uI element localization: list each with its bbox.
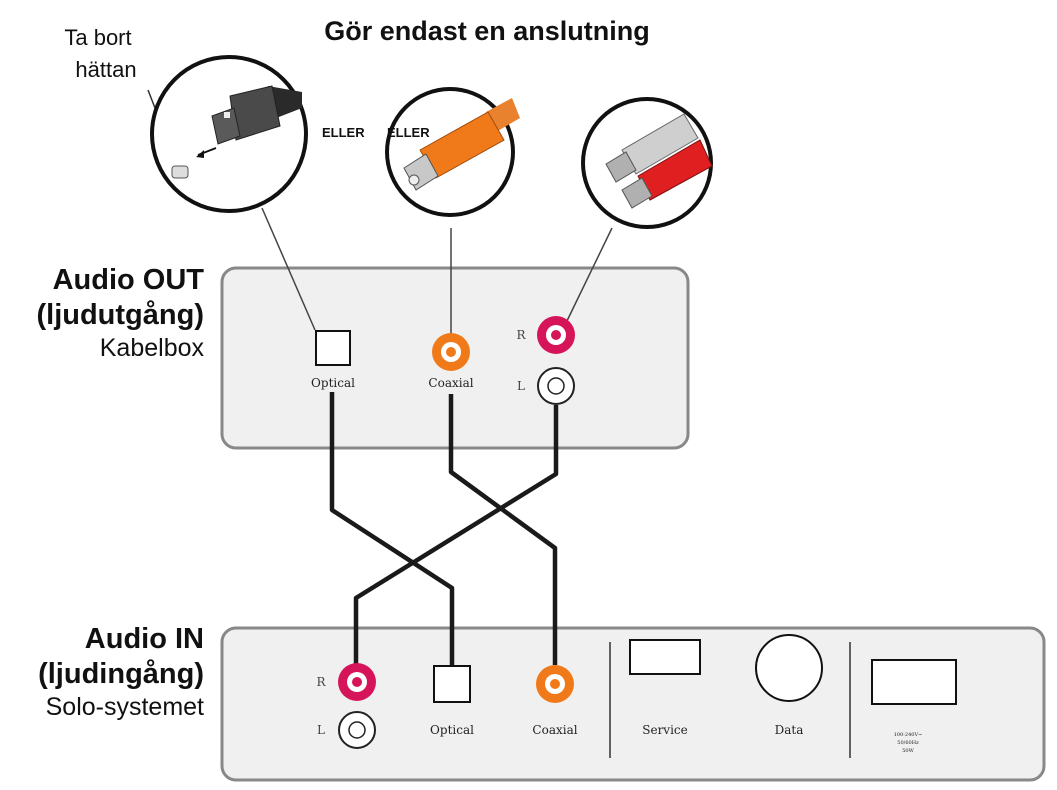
diagram-title: Gör endast en anslutning [324, 16, 650, 46]
target-label-line1: Audio IN [85, 623, 204, 655]
target-right-label: R [316, 675, 326, 689]
source-optical-label: Optical [311, 376, 355, 390]
rca-leader [564, 227, 613, 326]
source-coaxial-label: Coaxial [428, 376, 473, 390]
or-label-1: ELLER [322, 125, 365, 140]
power-rating-line1: 100-240V~ [894, 732, 923, 738]
target-service-label: Service [642, 723, 688, 737]
rca-plugs-closeup [581, 97, 713, 229]
rca-cable [353, 405, 559, 664]
source-right-label: R [516, 328, 526, 342]
power-rating-line2: 50/60Hz [897, 740, 919, 746]
source-coaxial-jack-pin [446, 347, 456, 357]
source-left-label: L [517, 379, 525, 393]
power-rating-line3: 50W [902, 748, 914, 754]
target-optical-label: Optical [430, 723, 474, 737]
coaxial-cable [448, 394, 558, 665]
target-label-line2: (ljudingång) [38, 658, 204, 690]
source-left-jack-ring [547, 377, 565, 395]
source-right-jack-pin [551, 330, 561, 340]
source-label-line3: Kabelbox [100, 334, 205, 362]
remove-cap-line2: hättan [75, 57, 136, 82]
target-label-line3: Solo-systemet [46, 693, 204, 721]
target-data-port [755, 634, 823, 702]
solo-system-panel [220, 626, 1046, 782]
optical-plug-closeup [150, 55, 308, 213]
source-optical-jack [315, 330, 351, 366]
cables [329, 392, 559, 670]
target-power-port [871, 659, 957, 705]
target-service-port [629, 639, 701, 675]
source-label-line1: Audio OUT [53, 264, 205, 296]
target-data-label: Data [775, 723, 804, 737]
target-coaxial-jack-pin [550, 679, 560, 689]
remove-cap-line1: Ta bort [64, 25, 131, 50]
or-label-2: ELLER [387, 125, 430, 140]
target-optical-jack [433, 665, 471, 703]
target-left-jack-ring [348, 721, 366, 739]
target-right-jack-pin [352, 677, 362, 687]
source-label-line2: (ljudutgång) [36, 299, 204, 331]
optical-leader [261, 207, 316, 331]
target-coaxial-label: Coaxial [532, 723, 577, 737]
target-left-label: L [317, 723, 325, 737]
coaxial-plug-closeup [385, 87, 520, 217]
optical-cable [329, 392, 455, 670]
